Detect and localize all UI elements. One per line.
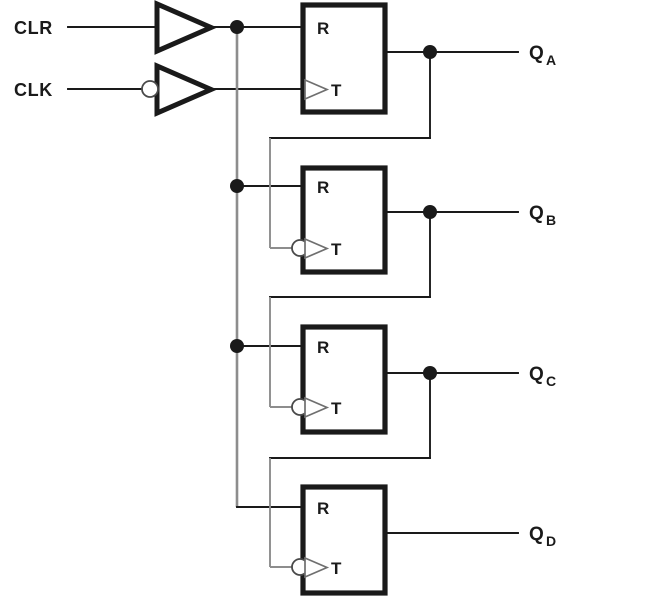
clr-junction-ff-b (230, 179, 244, 193)
ff-a-r-pin-label: R (317, 19, 329, 38)
flipflop-a (300, 2, 519, 115)
ff-c-body (300, 324, 388, 435)
feedback-qa-to-tb (269, 51, 431, 249)
qc-output-subscript: C (546, 373, 556, 389)
flipflop-d (291, 484, 519, 596)
inverter-triangle (154, 62, 218, 117)
ff-d-t-pin-label: T (331, 559, 342, 578)
ff-c-q-junction (423, 366, 437, 380)
qd-output-subscript: D (546, 533, 556, 549)
flipflop-c (291, 324, 519, 435)
qb-output-subscript: B (546, 212, 556, 228)
ff-d-clock-triangle (304, 556, 330, 579)
qd-output-label: Q (529, 524, 544, 545)
input-labels: CLR CLK (14, 18, 53, 100)
ff-a-body (300, 2, 388, 115)
ff-d-r-pin-label: R (317, 499, 329, 518)
output-labels: Q A Q B Q C Q D (529, 43, 556, 549)
inverter-input-bubble (141, 80, 159, 98)
qb-output-label: Q (529, 203, 544, 224)
ff-d-body (300, 484, 388, 596)
clr-junction-ff-c (230, 339, 244, 353)
clk-inverter-gate (141, 62, 304, 117)
ff-b-clock-triangle (304, 237, 330, 260)
clr-input-label: CLR (14, 18, 53, 38)
input-wires (67, 26, 157, 90)
buffer-triangle (154, 0, 218, 55)
clr-distribution-bus (235, 27, 304, 508)
ff-b-r-pin-label: R (317, 178, 329, 197)
ff-a-t-pin-label: T (331, 81, 342, 100)
clr-junction-ff-a (230, 20, 244, 34)
ff-c-r-pin-label: R (317, 338, 329, 357)
ff-b-q-junction (423, 205, 437, 219)
pin-labels: R T R T R T R T (317, 19, 342, 578)
clr-buffer-gate (154, 0, 304, 55)
qa-output-label: Q (529, 43, 544, 64)
ff-c-clock-triangle (304, 396, 330, 419)
ff-a-q-junction (423, 45, 437, 59)
ff-b-t-pin-label: T (331, 240, 342, 259)
flipflop-b (291, 165, 519, 275)
clk-input-label: CLK (14, 80, 53, 100)
qa-output-subscript: A (546, 52, 556, 68)
ff-b-body (300, 165, 388, 275)
feedback-qb-to-tc (269, 211, 431, 408)
clr-bus-junctions (230, 20, 244, 353)
ff-c-t-pin-label: T (331, 399, 342, 418)
qc-output-label: Q (529, 364, 544, 385)
feedback-qc-to-td (269, 372, 431, 568)
ff-a-clock-triangle (304, 78, 330, 101)
